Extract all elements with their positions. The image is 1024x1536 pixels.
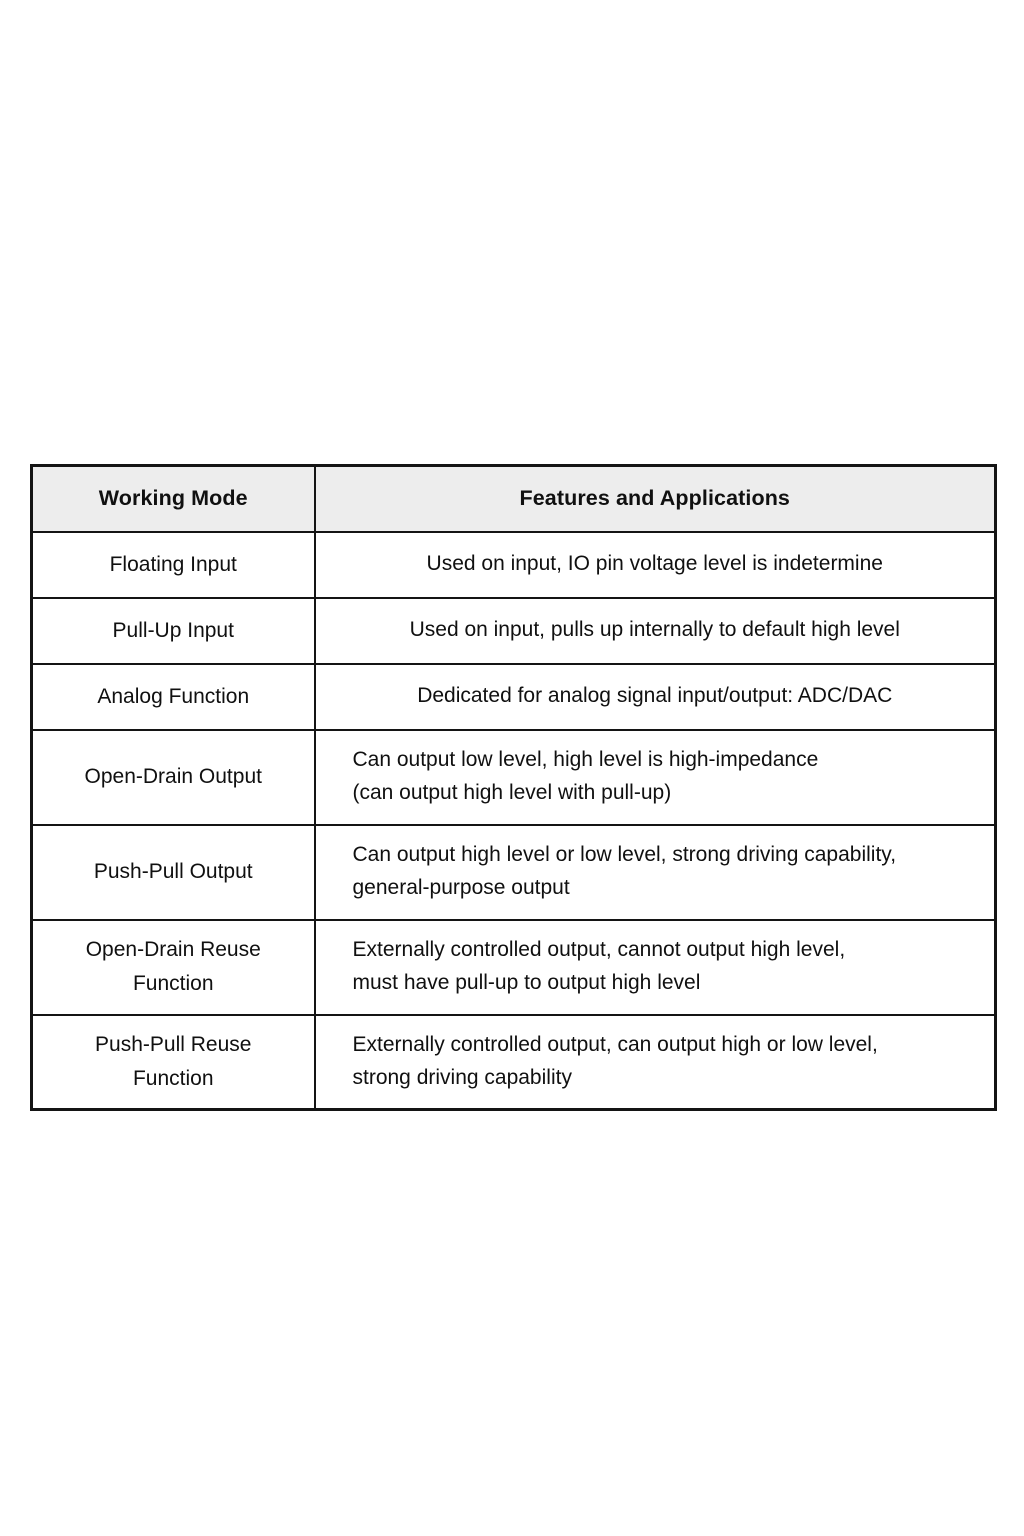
table-row: Open-Drain Output Can output low level, h… [30,728,997,826]
header-features-applications: Features and Applications [313,464,997,533]
features-cell: Used on input, IO pin voltage level is i… [313,530,997,599]
feature-line: Used on input, pulls up internally to de… [409,618,900,642]
feature-line: Used on input, IO pin voltage level is i… [426,552,883,576]
table-body: Floating Input Used on input, IO pin volt… [30,530,997,1111]
working-mode-cell: Analog Function [30,662,316,731]
table-row: Open-Drain Reuse Function Externally cont… [30,918,997,1016]
working-modes-table: Working Mode Features and Applications F… [30,464,997,1111]
header-working-mode: Working Mode [30,464,316,533]
feature-line: general-purpose output [352,876,570,899]
feature-line: must have pull-up to output high level [352,971,701,994]
working-mode-cell: Open-Drain Reuse Function [30,918,316,1016]
table-row: Pull-Up Input Used on input, pulls up int… [30,596,997,665]
features-cell: Used on input, pulls up internally to de… [313,596,997,665]
feature-line: Externally controlled output, cannot out… [352,938,846,962]
working-mode-cell: Floating Input [30,530,316,599]
features-cell: Dedicated for analog signal input/output… [313,662,997,731]
working-mode-cell: Open-Drain Output [30,728,316,826]
feature-line: Externally controlled output, can output… [352,1032,878,1056]
working-mode-cell: Pull-Up Input [30,596,316,665]
table-row: Push-Pull Reuse Function Externally contr… [30,1013,997,1111]
features-cell: Externally controlled output, cannot out… [313,918,997,1016]
feature-line: Can output low level, high level is high… [352,748,819,772]
table-row: Analog Function Dedicated for analog sign… [30,662,997,731]
table-header-row: Working Mode Features and Applications [30,464,997,533]
working-mode-cell: Push-Pull Reuse Function [30,1013,316,1111]
table-row: Floating Input Used on input, IO pin volt… [30,530,997,599]
features-cell: Can output low level, high level is high… [313,728,997,826]
features-cell: Can output high level or low level, stro… [313,823,997,921]
features-cell: Externally controlled output, can output… [313,1013,997,1111]
feature-line: strong driving capability [352,1065,572,1089]
working-mode-cell: Push-Pull Output [30,823,316,921]
feature-line: (can output high level with pull-up) [352,781,672,804]
feature-line: Dedicated for analog signal input/output… [417,684,893,708]
feature-line: Can output high level or low level, stro… [352,843,897,867]
table-row: Push-Pull Output Can output high level or… [30,823,997,921]
